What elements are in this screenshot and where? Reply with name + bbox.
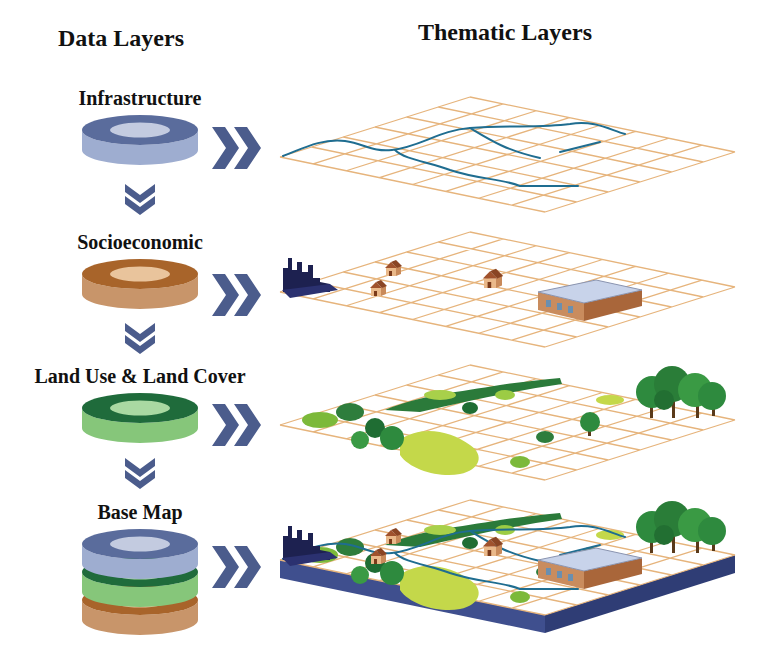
data-layer-icon [80,528,200,638]
flow-chevron [125,184,155,215]
thematic-layer-socioeconomic [280,232,735,347]
right-chevrons [212,127,261,588]
data-layer-icon [80,258,200,312]
ring-segment [82,529,198,579]
data-layer-node: Base Map [76,500,204,638]
flow-chevron [125,458,155,489]
layer-name: Base Map [76,500,204,524]
thematic-layer-infrastructure [280,97,735,212]
layer-name: Land Use & Land Cover [30,364,250,388]
ring-segment [82,259,198,309]
data-layer-node: Land Use & Land Cover [30,364,250,446]
column-heading: Thematic Layers [418,18,592,46]
data-layer-icon [80,114,200,168]
ring-segment [82,115,198,165]
layer-name: Infrastructure [75,86,206,110]
flow-chevron [125,323,155,354]
column-heading: Data Layers [58,24,184,52]
thematic-layer-land-cover [280,365,735,480]
data-layer-node: Socioeconomic [73,230,207,312]
data-layer-node: Infrastructure [75,86,206,168]
thematic-layer-base-map [280,500,735,633]
data-layer-icon [80,392,200,446]
ring-segment [82,393,198,443]
layer-name: Socioeconomic [73,230,207,254]
